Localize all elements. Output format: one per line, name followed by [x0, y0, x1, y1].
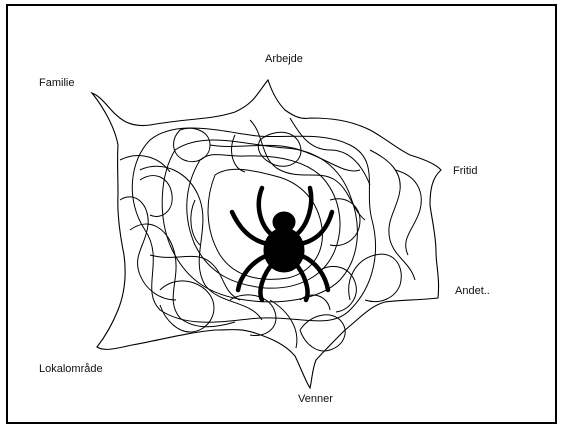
label-familie: Familie — [39, 77, 74, 89]
spider-icon — [232, 188, 332, 300]
label-andet: Andet.. — [455, 285, 490, 297]
label-lokalomraade: Lokalområde — [39, 363, 103, 375]
label-arbejde: Arbejde — [265, 53, 303, 65]
label-venner: Venner — [298, 393, 333, 405]
label-fritid: Fritid — [453, 165, 477, 177]
